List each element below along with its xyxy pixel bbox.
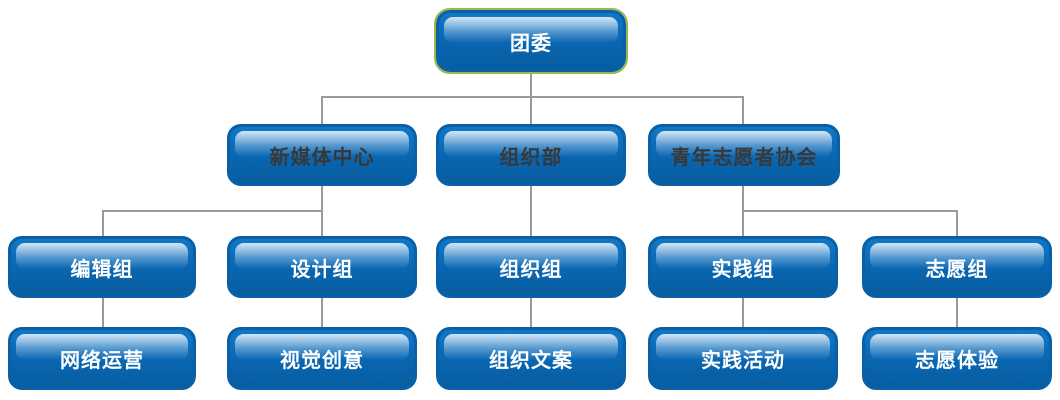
org-node-wangluoyunying[interactable]: 网络运营 xyxy=(8,327,196,390)
connector-line xyxy=(102,210,323,212)
org-node-label: 实践组 xyxy=(711,258,775,281)
org-node-zuzhibu[interactable]: 组织部 xyxy=(436,124,626,186)
org-node-label: 新媒体中心 xyxy=(269,146,375,169)
org-node-zuzhiwenan[interactable]: 组织文案 xyxy=(436,327,626,390)
org-node-zuzhizu[interactable]: 组织组 xyxy=(436,236,626,298)
connector-line xyxy=(530,186,532,236)
org-node-tuanwei[interactable]: 团委 xyxy=(434,8,628,74)
org-node-xinmeiti[interactable]: 新媒体中心 xyxy=(227,124,417,186)
org-node-shijuechuangyi[interactable]: 视觉创意 xyxy=(227,327,417,390)
org-node-label: 网络运营 xyxy=(60,350,144,372)
org-node-label: 视觉创意 xyxy=(280,350,364,372)
connector-line xyxy=(956,298,958,327)
org-node-label: 志愿体验 xyxy=(915,350,999,372)
org-node-zhiyuantiyan[interactable]: 志愿体验 xyxy=(862,327,1052,390)
connector-line xyxy=(321,96,744,98)
connector-line xyxy=(742,298,744,327)
org-node-shijianzu[interactable]: 实践组 xyxy=(648,236,838,298)
org-node-label: 组织文案 xyxy=(489,350,573,372)
connector-line xyxy=(530,298,532,327)
org-node-zhiyuanzu[interactable]: 志愿组 xyxy=(862,236,1052,298)
connector-line xyxy=(102,210,104,236)
org-node-label: 组织组 xyxy=(499,258,563,281)
connector-line xyxy=(742,96,744,124)
org-node-label: 编辑组 xyxy=(70,258,134,281)
connector-line xyxy=(102,298,104,327)
org-node-qingzhixie[interactable]: 青年志愿者协会 xyxy=(648,124,840,186)
org-node-label: 青年志愿者协会 xyxy=(670,146,818,169)
org-node-bianjizu[interactable]: 编辑组 xyxy=(8,236,196,298)
org-node-label: 设计组 xyxy=(290,258,354,281)
org-node-shejizu[interactable]: 设计组 xyxy=(227,236,417,298)
org-node-label: 志愿组 xyxy=(925,258,989,281)
org-node-shijianhuodong[interactable]: 实践活动 xyxy=(648,327,838,390)
connector-line xyxy=(321,96,323,124)
org-node-label: 组织部 xyxy=(499,146,563,169)
connector-line xyxy=(742,210,958,212)
connector-line xyxy=(530,72,532,124)
connector-line xyxy=(956,210,958,236)
org-node-label: 团委 xyxy=(510,32,552,55)
connector-line xyxy=(321,298,323,327)
org-node-label: 实践活动 xyxy=(701,350,785,372)
